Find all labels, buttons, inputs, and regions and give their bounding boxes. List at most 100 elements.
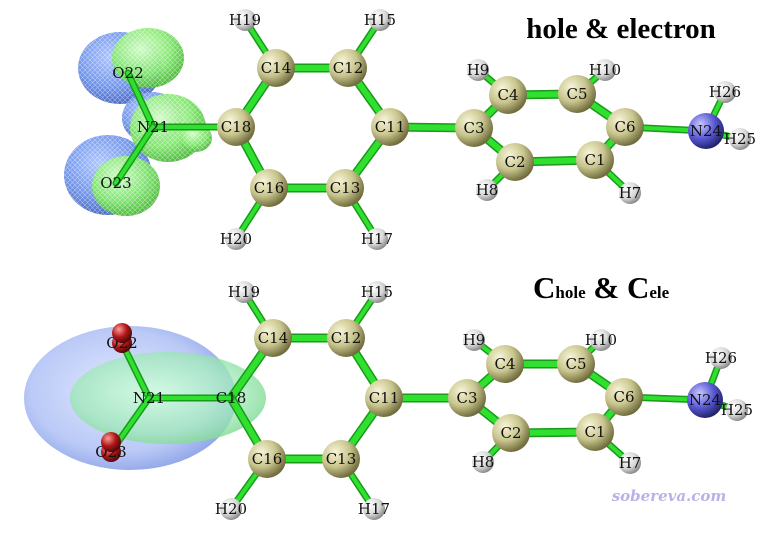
atom-label-C6: C6: [614, 118, 635, 136]
atom-N24: [688, 113, 724, 149]
atom-C2: [492, 414, 530, 452]
atom-label-N21: N21: [133, 389, 165, 407]
atom-C16: [250, 169, 288, 207]
atom-label-C3: C3: [463, 119, 484, 137]
bond-highlight-N21-O23: [114, 125, 155, 185]
atom-label-C18: C18: [216, 389, 247, 407]
atom-H17: [366, 228, 388, 250]
atom-label-H26: H26: [709, 83, 741, 101]
title-sub-hole: hole: [555, 283, 586, 302]
atom-label-C5: C5: [565, 355, 586, 373]
atom-label-H17: H17: [358, 500, 390, 518]
atom-C13: [326, 169, 364, 207]
atom-C16: [248, 440, 286, 478]
atom-C11: [371, 108, 409, 146]
lobe-mesh: [92, 156, 160, 216]
atom-label-C18: C18: [221, 118, 252, 136]
atom-H10: [594, 59, 616, 81]
atom-label-C16: C16: [252, 450, 283, 468]
atom-label-C6: C6: [613, 388, 634, 406]
top-panel-title: hole & electron: [526, 13, 716, 45]
atom-label-H20: H20: [215, 500, 247, 518]
atom-H8: [476, 179, 498, 201]
atom-C14: [254, 319, 292, 357]
credit-watermark: sobereva.com: [612, 487, 727, 505]
atom-label-H8: H8: [476, 181, 499, 199]
atom-label-C14: C14: [261, 59, 292, 77]
atom-C14: [257, 49, 295, 87]
atom-H7: [619, 182, 641, 204]
atom-label-C3: C3: [456, 389, 477, 407]
atom-C12: [329, 49, 367, 87]
atom-label-H10: H10: [589, 61, 621, 79]
atom-O22-ball: [112, 323, 132, 343]
atom-C13: [322, 440, 360, 478]
atom-label-C11: C11: [369, 389, 400, 407]
atom-C5: [557, 345, 595, 383]
atom-label-N24: N24: [689, 391, 721, 409]
atom-C5: [558, 75, 596, 113]
atom-H20: [220, 498, 242, 520]
atom-H20: [225, 228, 247, 250]
atom-label-C1: C1: [584, 151, 605, 169]
title-c-ele: C: [627, 270, 649, 305]
atom-H19: [233, 281, 255, 303]
atom-C12: [327, 319, 365, 357]
bond-highlight-N21-O22: [126, 71, 155, 129]
atom-H26: [710, 347, 732, 369]
atom-H9: [463, 329, 485, 351]
atom-H25: [729, 128, 751, 150]
atom-C1: [576, 413, 614, 451]
atom-C6: [606, 108, 644, 146]
atom-label-H7: H7: [619, 184, 642, 202]
atom-H10: [590, 329, 612, 351]
atom-H17: [363, 498, 385, 520]
bond-highlight-N21-O22: [120, 341, 151, 400]
atom-label-H20: H20: [220, 230, 252, 248]
atom-label-H17: H17: [361, 230, 393, 248]
atom-label-H9: H9: [463, 331, 486, 349]
atom-label-C4: C4: [494, 355, 515, 373]
atom-C1: [576, 141, 614, 179]
atom-label-C2: C2: [504, 153, 525, 171]
atom-label-N21: N21: [137, 118, 169, 136]
atom-label-H9: H9: [467, 61, 490, 79]
atom-label-C2: C2: [500, 424, 521, 442]
atom-H15: [366, 281, 388, 303]
atom-H9: [467, 59, 489, 81]
atom-label-H19: H19: [228, 283, 260, 301]
atom-C3: [448, 379, 486, 417]
bottom-panel-title: Chole & Cele: [533, 270, 670, 305]
atom-label-C13: C13: [330, 179, 361, 197]
atom-label-C13: C13: [326, 450, 357, 468]
atom-label-C1: C1: [584, 423, 605, 441]
atom-label-C12: C12: [331, 329, 362, 347]
atom-label-H7: H7: [619, 454, 642, 472]
atom-C3: [455, 109, 493, 147]
title-c-hole: C: [533, 270, 555, 305]
atom-label-C4: C4: [497, 86, 518, 104]
atom-O23-ball: [101, 432, 121, 452]
atom-label-O23: O23: [100, 174, 131, 192]
atom-label-H10: H10: [585, 331, 617, 349]
atom-H19: [234, 9, 256, 31]
atom-C4: [486, 345, 524, 383]
atom-H7: [619, 452, 641, 474]
atom-H15: [369, 9, 391, 31]
atom-C11: [365, 379, 403, 417]
atom-label-C14: C14: [258, 329, 289, 347]
title-sub-ele: ele: [649, 283, 669, 302]
atom-label-H15: H15: [364, 11, 396, 29]
atom-label-H25: H25: [724, 130, 756, 148]
atom-label-N24: N24: [690, 122, 722, 140]
title-amp: &: [586, 270, 627, 305]
atom-C18: [217, 108, 255, 146]
atom-label-O22: O22: [112, 64, 143, 82]
atom-label-H19: H19: [229, 11, 261, 29]
atom-label-H15: H15: [361, 283, 393, 301]
atom-label-H26: H26: [705, 349, 737, 367]
atom-C6: [605, 378, 643, 416]
